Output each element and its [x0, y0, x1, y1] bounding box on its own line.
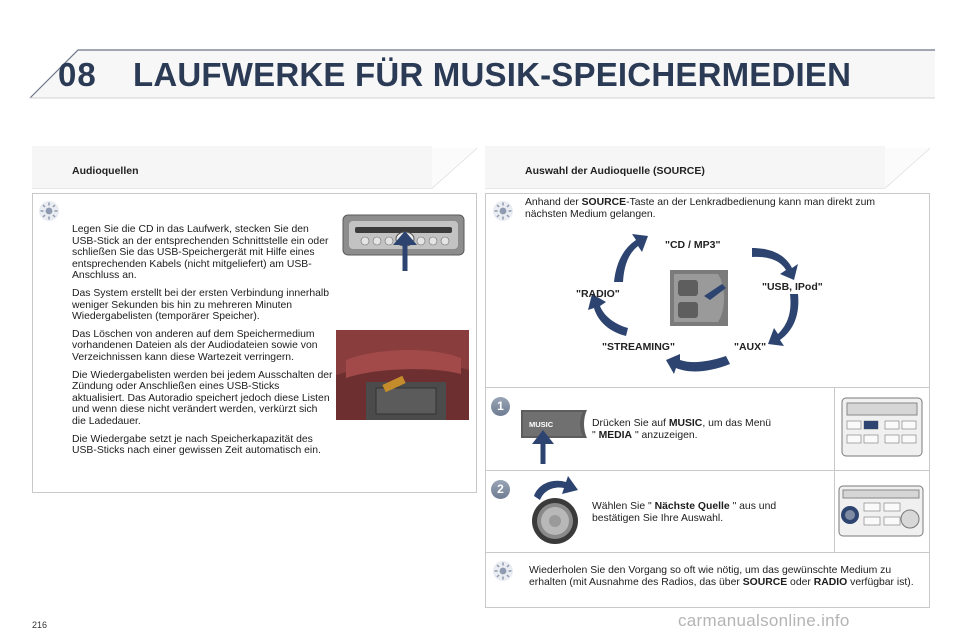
watermark: carmanualsonline.info	[678, 611, 850, 630]
chapter-number: 08	[58, 56, 97, 93]
info-bulb-icon	[38, 200, 60, 227]
radio-panel-music-image	[841, 397, 923, 462]
page-number: 216	[32, 620, 48, 630]
source-intro-text: Anhand der SOURCE-Taste an der Lenkradbe…	[525, 197, 876, 220]
source-cd-mp3: "CD / MP3"	[665, 239, 721, 251]
steering-control-image	[668, 266, 732, 335]
armrest-usb-photo	[336, 330, 469, 425]
info-bulb-icon	[492, 200, 514, 227]
left-heading-band	[32, 146, 477, 189]
rotary-knob-image	[524, 476, 586, 553]
paragraph-insert-media: Legen Sie die CD in das Laufwerk, stecke…	[72, 224, 329, 282]
chapter-banner	[29, 49, 935, 99]
step-1-divider	[834, 388, 835, 470]
source-aux: "AUX"	[734, 341, 767, 353]
source-radio: "RADIO"	[576, 288, 620, 300]
paragraph-update-lists: Die Wiedergabelisten werden bei jedem Au…	[72, 369, 333, 427]
source-cycle-arrows	[588, 234, 799, 374]
paragraph-playlists: Das System erstellt bei der ersten Verbi…	[72, 287, 330, 323]
source-usb-ipod: "USB, IPod"	[762, 281, 823, 293]
info-bulb-icon	[492, 560, 514, 587]
right-heading-band	[485, 146, 930, 189]
left-panel-text: Legen Sie die CD in das Laufwerk, stecke…	[72, 224, 334, 463]
step-2-divider	[834, 471, 835, 552]
step-2-badge: 2	[491, 480, 510, 499]
radio-panel-knob-image	[838, 485, 924, 542]
radio-cd-slot-image	[341, 213, 466, 278]
right-panel-heading: Auswahl der Audioquelle (SOURCE)	[525, 165, 705, 177]
music-button-image	[521, 404, 591, 471]
music-button-label: MUSIC	[529, 420, 554, 429]
chapter-title: LAUFWERKE FÜR MUSIK-SPEICHERMEDIEN	[133, 56, 852, 93]
source-streaming: "STREAMING"	[602, 341, 675, 353]
final-note-box	[485, 552, 930, 608]
step-1-text: Drücken Sie auf MUSIC, um das Menü " MED…	[592, 418, 772, 441]
left-panel-heading: Audioquellen	[72, 165, 139, 177]
paragraph-delete-files: Das Löschen von anderen auf dem Speicher…	[72, 328, 318, 363]
step-1-badge: 1	[491, 397, 510, 416]
paragraph-autoplay: Die Wiedergabe setzt je nach Speicherkap…	[72, 433, 321, 457]
source-keyword: SOURCE	[581, 197, 627, 208]
final-note-text: Wiederholen Sie den Vorgang so oft wie n…	[529, 565, 914, 588]
step-2-text: Wählen Sie " Nächste Quelle " aus und be…	[592, 501, 777, 524]
